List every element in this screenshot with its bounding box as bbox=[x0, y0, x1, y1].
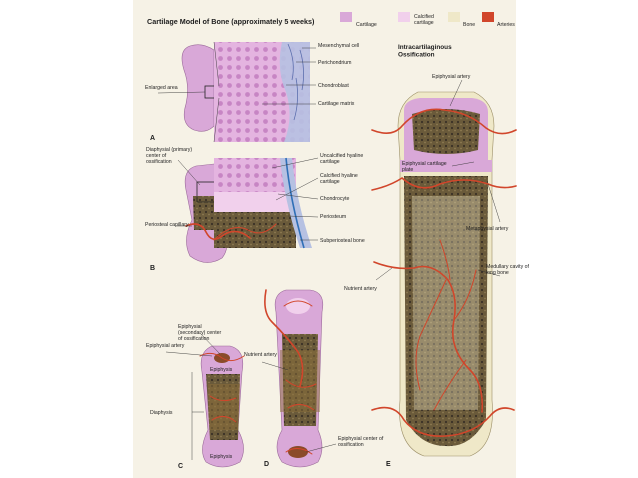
cartilage-model-a bbox=[181, 44, 215, 132]
subperiosteal-bone-b bbox=[285, 157, 305, 249]
legend-label-cartilage: Cartilage bbox=[356, 22, 377, 28]
legend-swatch-bone bbox=[448, 12, 460, 22]
medullary-branches-e bbox=[415, 239, 477, 411]
label-diaphysis: Diaphysis bbox=[150, 410, 173, 416]
label-epiphysis-top: Epiphysis bbox=[210, 367, 233, 373]
label-epiphysial-artery-e: Epiphysial artery bbox=[432, 74, 471, 80]
panel-a: Mesenchymal cell Perichondrium Chondrobl… bbox=[145, 41, 359, 143]
label-chondrocyte: Chondrocyte bbox=[320, 196, 350, 202]
label-subperiosteal-bone: Subperiosteal bone bbox=[320, 238, 365, 244]
label-metaphysial-artery-e: Metaphysial artery bbox=[466, 226, 509, 232]
medullary-cavity-e bbox=[412, 196, 480, 410]
label-perichondrium: Perichondrium bbox=[318, 60, 351, 66]
label-mesenchymal-cell: Mesenchymal cell bbox=[318, 43, 359, 49]
label-enlarged-area: Enlarged area bbox=[145, 85, 178, 91]
ossification-zone-b bbox=[214, 212, 296, 248]
artery-d2 bbox=[283, 300, 317, 455]
metaphysial-artery-e bbox=[371, 176, 517, 191]
panel-letter-b: B bbox=[150, 265, 155, 272]
panel-letter-c: C bbox=[178, 463, 183, 470]
legend-swatch-arteries bbox=[482, 12, 494, 22]
mesenchymal-cells-a bbox=[287, 43, 304, 121]
epiphysial-artery-e bbox=[371, 108, 517, 135]
artery-b2 bbox=[213, 223, 277, 241]
lower-artery-e bbox=[371, 406, 515, 437]
legend-swatch-calcified bbox=[398, 12, 410, 22]
artery-c2 bbox=[209, 395, 237, 423]
panel-letter-d: D bbox=[264, 461, 269, 468]
label-nutrient-artery-e: Nutrient artery bbox=[344, 286, 377, 292]
epiphysial-center-d bbox=[288, 446, 308, 458]
epiphysial-artery-c bbox=[199, 352, 245, 362]
periosteal-collar-d bbox=[280, 350, 320, 412]
label-cartilage-matrix: Cartilage matrix bbox=[318, 101, 355, 107]
panel-letter-a: A bbox=[150, 135, 155, 142]
nutrient-artery-d bbox=[264, 289, 304, 387]
panel-letter-e: E bbox=[386, 461, 391, 468]
label-epiphysis-bottom: Epiphysis bbox=[210, 454, 233, 460]
figure-title: Cartilage Model of Bone (approximately 5… bbox=[147, 17, 315, 26]
label-epiphysial-artery-c: Epiphysial artery bbox=[146, 343, 185, 349]
medullary-bone-e bbox=[404, 176, 488, 447]
epiphysial-calcified-top-d bbox=[286, 298, 310, 314]
legend-label-arteries: Arteries bbox=[497, 22, 515, 28]
perichondrium-a bbox=[279, 42, 310, 142]
periosteal-collar-c bbox=[208, 384, 240, 430]
label-periosteum: Periosteum bbox=[320, 214, 346, 220]
label-periosteal-capillary: Periosteal capillary bbox=[145, 222, 189, 228]
legend-label-bone: Bone bbox=[463, 22, 475, 28]
label-nutrient-artery-d: Nutrient artery bbox=[244, 352, 277, 358]
periosteal-capillary-b bbox=[185, 223, 251, 240]
epiphysial-ossification-e bbox=[412, 109, 480, 154]
label-chondroblast: Chondroblast bbox=[318, 83, 349, 89]
legend-swatch-cartilage bbox=[340, 12, 352, 22]
nutrient-artery-e bbox=[373, 261, 484, 413]
